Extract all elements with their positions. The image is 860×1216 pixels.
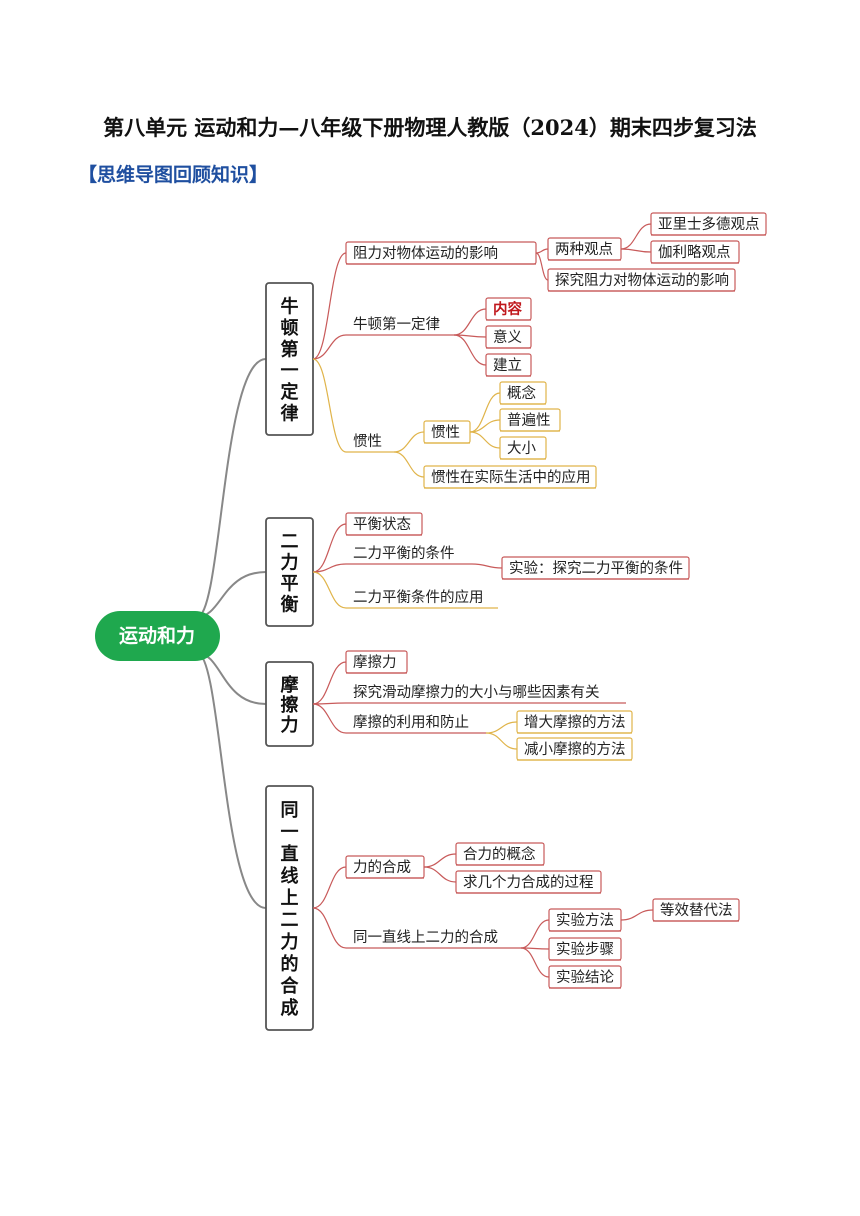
branch-connector bbox=[453, 334, 487, 366]
category-label: 摩擦力 bbox=[281, 674, 299, 736]
mindmap-node: 内容 bbox=[493, 300, 522, 318]
category-label: 同一直线上二力的合成 bbox=[281, 800, 300, 1019]
branch-connector bbox=[423, 853, 457, 868]
branch-connector bbox=[620, 223, 652, 250]
mindmap-node: 惯性 bbox=[353, 433, 382, 450]
mindmap-node: 二力平衡的条件 bbox=[353, 545, 455, 562]
mindmap-node: 力的合成 bbox=[353, 859, 411, 876]
mindmap-node: 实验方法 bbox=[556, 912, 614, 929]
branch-connector bbox=[520, 947, 550, 978]
trunk-branch bbox=[196, 652, 267, 705]
root-node bbox=[95, 611, 220, 661]
branch-connector bbox=[312, 661, 347, 705]
mindmap-node: 探究滑动摩擦力的大小与哪些因素有关 bbox=[353, 683, 600, 701]
mindmap-node: 求几个力合成的过程 bbox=[463, 874, 594, 891]
mindmap-node: 平衡状态 bbox=[353, 516, 411, 533]
category-label: 牛顿第一定律 bbox=[281, 296, 299, 425]
mindmap-node: 摩擦力 bbox=[353, 653, 397, 671]
mindmap-node: 惯性 bbox=[431, 424, 460, 441]
branch-connector bbox=[469, 419, 501, 433]
mindmap-node: 二力平衡条件的应用 bbox=[353, 588, 484, 606]
branch-connector bbox=[469, 392, 501, 433]
branch-connector bbox=[535, 248, 549, 254]
branch-connector bbox=[312, 907, 347, 949]
mindmap-node: 实验步骤 bbox=[556, 941, 614, 958]
mindmap-node: 阻力对物体运动的影响 bbox=[353, 245, 498, 262]
branch-connector bbox=[423, 866, 457, 883]
mindmap-node: 概念 bbox=[507, 384, 536, 402]
mindmap-node: 亚里士多德观点 bbox=[658, 216, 760, 233]
branch-connector bbox=[485, 732, 518, 750]
mindmap-node: 探究阻力对物体运动的影响 bbox=[555, 272, 729, 289]
mindmap-node: 减小摩擦的方法 bbox=[524, 740, 626, 758]
branch-connector bbox=[312, 703, 347, 734]
branch-connector bbox=[312, 252, 347, 360]
branch-connector bbox=[312, 571, 347, 609]
branch-connector bbox=[471, 563, 503, 569]
branch-connector bbox=[312, 866, 347, 909]
branch-connector bbox=[312, 358, 347, 453]
mindmap-node: 实验：探究二力平衡的条件 bbox=[509, 560, 683, 577]
branch-connector bbox=[312, 523, 347, 573]
branch-connector bbox=[520, 919, 550, 949]
branch-connector bbox=[393, 431, 425, 453]
section-subtitle: 【思维导图回顾知识】 bbox=[78, 164, 269, 186]
page-title: 第八单元 运动和力—八年级下册物理人教版（2024）期末四步复习法 bbox=[103, 115, 757, 140]
mindmap-node: 摩擦的利用和防止 bbox=[353, 713, 469, 731]
mindmap-node: 同一直线上二力的合成 bbox=[353, 929, 498, 946]
mindmap-node: 牛顿第一定律 bbox=[353, 315, 440, 333]
trunk-branch bbox=[196, 358, 267, 618]
branch-connector bbox=[620, 909, 654, 921]
mindmap-node: 普遍性 bbox=[507, 412, 551, 429]
trunk-branch bbox=[196, 652, 267, 909]
mindmap-node: 实验结论 bbox=[556, 969, 614, 986]
mindmap-node: 两种观点 bbox=[555, 241, 613, 258]
branch-connector bbox=[312, 563, 347, 573]
mindmap-node: 大小 bbox=[507, 440, 536, 457]
branch-connector bbox=[469, 431, 501, 449]
mindmap-node: 意义 bbox=[493, 328, 522, 346]
trunk-branch bbox=[196, 571, 267, 618]
mindmap-node: 等效替代法 bbox=[660, 901, 733, 919]
branch-connector bbox=[393, 451, 425, 478]
mindmap-node: 惯性在实际生活中的应用 bbox=[431, 468, 591, 486]
branch-connector bbox=[453, 308, 487, 336]
branch-connector bbox=[312, 334, 347, 360]
root-node-label: 运动和力 bbox=[119, 624, 195, 647]
branch-connector bbox=[485, 721, 518, 734]
mindmap-node: 增大摩擦的方法 bbox=[524, 713, 626, 731]
branch-connector bbox=[620, 248, 652, 253]
branch-connector bbox=[535, 252, 549, 281]
category-label: 二力平衡 bbox=[281, 532, 299, 616]
mindmap-node: 伽利略观点 bbox=[658, 244, 731, 261]
mindmap-node: 建立 bbox=[493, 357, 522, 374]
mindmap-node: 合力的概念 bbox=[463, 845, 536, 863]
